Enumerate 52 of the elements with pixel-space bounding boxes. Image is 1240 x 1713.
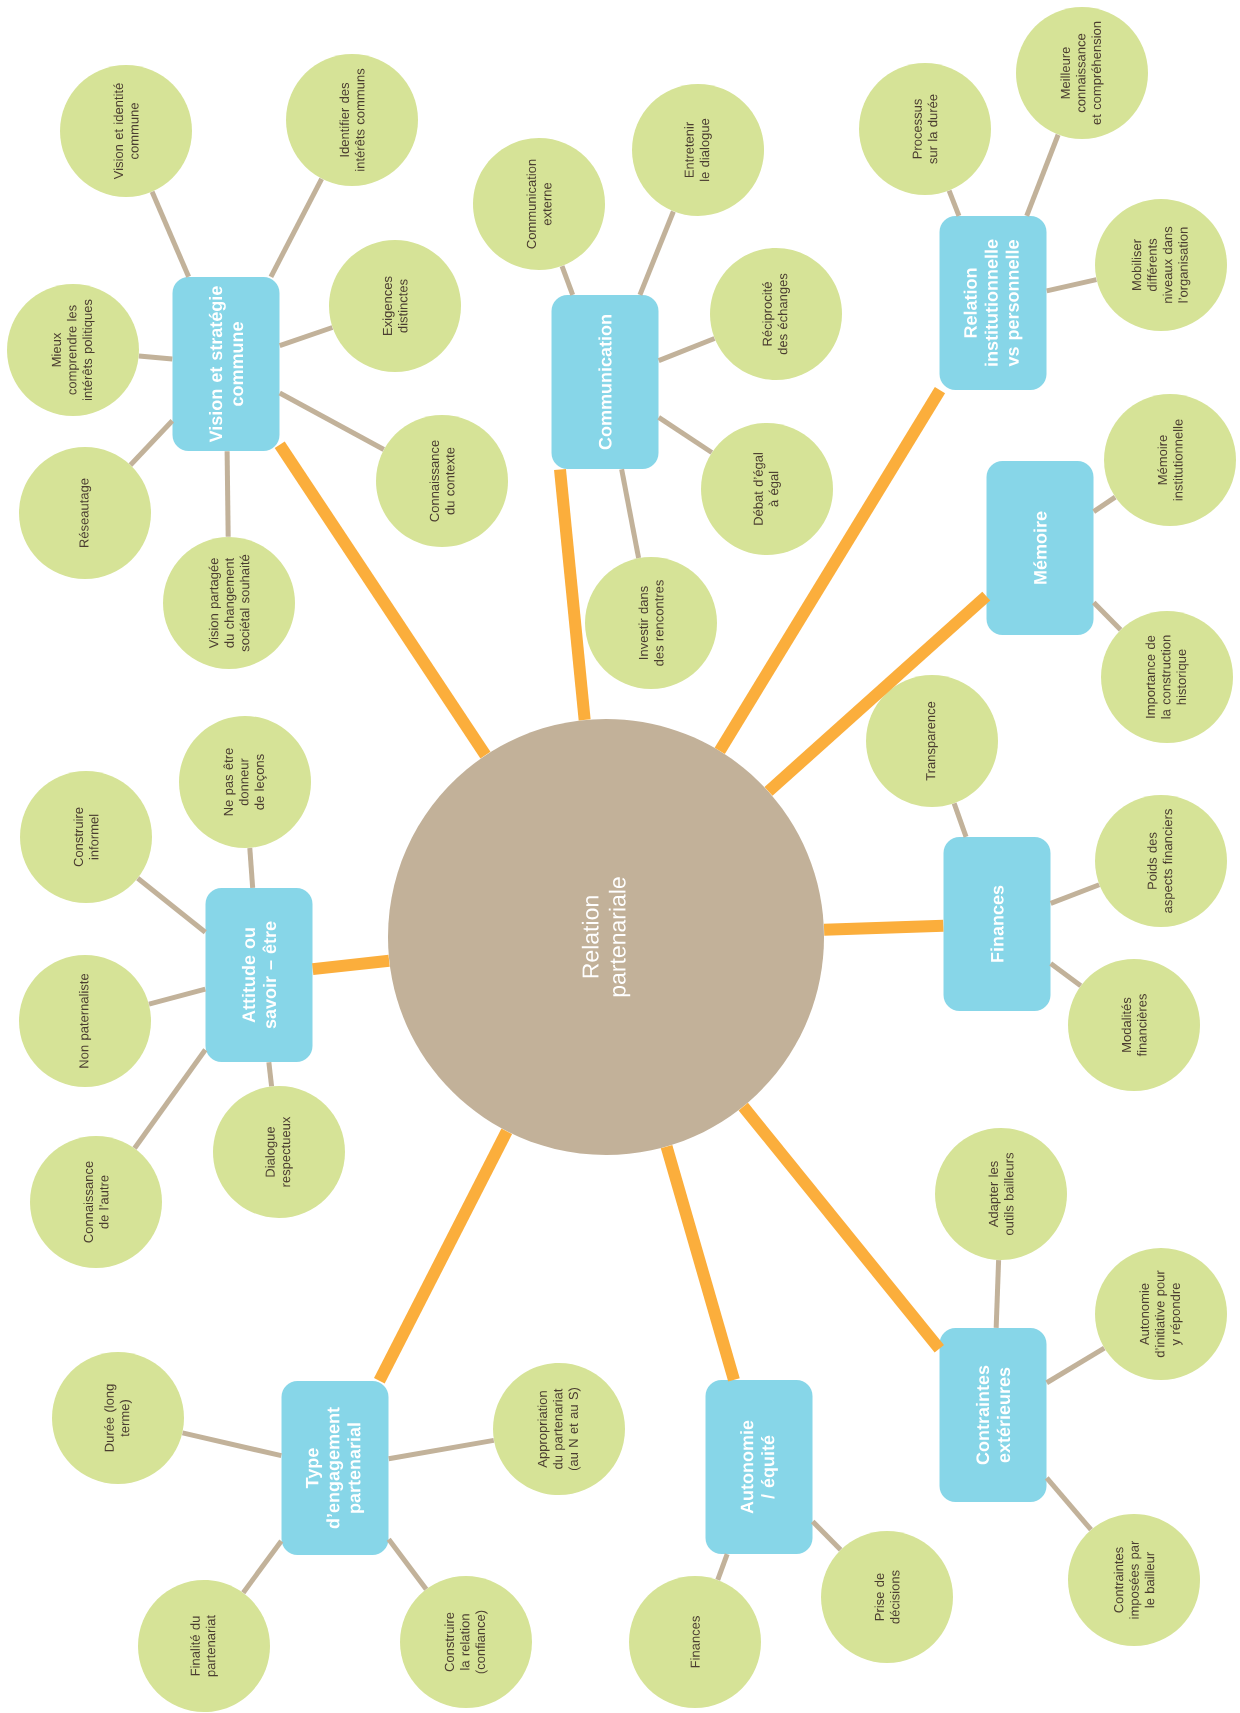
topic-box: Relation institutionnelle vs personnelle: [939, 216, 1047, 390]
connector-line: [224, 451, 231, 537]
connector-line: [1024, 133, 1061, 217]
branch-line: [274, 441, 491, 759]
connector-line: [993, 1260, 1002, 1328]
topic-box: Contraintes extérieures: [939, 1328, 1047, 1502]
connector-line: [1049, 882, 1101, 906]
connector-line: [951, 802, 969, 838]
branch-line: [823, 919, 944, 936]
branch-line: [764, 591, 991, 796]
connector-line: [559, 265, 576, 296]
topic-box: Mémoire: [986, 461, 1094, 635]
connector-line: [1044, 1476, 1093, 1532]
connector-line: [266, 1061, 275, 1087]
topic-box: Communication: [551, 295, 659, 469]
connector-line: [715, 1553, 730, 1581]
connector-line: [149, 190, 191, 278]
connector-line: [1049, 961, 1083, 988]
connector-line: [657, 415, 714, 455]
branch-line: [738, 1102, 944, 1353]
topic-box: Finances: [943, 837, 1051, 1011]
connector-line: [619, 468, 642, 559]
connector-line: [810, 1519, 843, 1552]
connector-line: [946, 189, 962, 217]
connector-line: [181, 1430, 282, 1459]
connector-line: [1091, 600, 1123, 632]
connector-line: [268, 177, 324, 278]
connector-line: [1045, 1346, 1106, 1385]
topic-box: Autonomie / équité: [705, 1380, 813, 1554]
branch-line: [554, 468, 591, 721]
topic-box: Vision et stratégie commune: [172, 277, 280, 451]
connector-line: [278, 325, 334, 348]
branch-line: [312, 954, 390, 976]
topic-box: Attitude ou savoir – être: [205, 888, 313, 1062]
connector-line: [1092, 495, 1117, 514]
connector-line: [388, 1437, 495, 1462]
branch-line: [374, 1128, 513, 1384]
branch-line: [660, 1144, 740, 1382]
connector-line: [128, 419, 175, 467]
connector-line: [247, 847, 256, 888]
topic-box: Type d’engagement partenarial: [281, 1381, 389, 1555]
connector-line: [657, 336, 716, 363]
connector-line: [241, 1539, 284, 1595]
connector-line: [1046, 277, 1097, 294]
branch-line: [714, 387, 946, 754]
connector-line: [386, 1537, 429, 1591]
connector-line: [136, 876, 207, 935]
connector-line: [278, 390, 385, 452]
connector-line: [138, 353, 173, 362]
connector-line: [132, 1048, 208, 1150]
connector-line: [148, 986, 206, 1007]
connector-line: [637, 210, 676, 296]
